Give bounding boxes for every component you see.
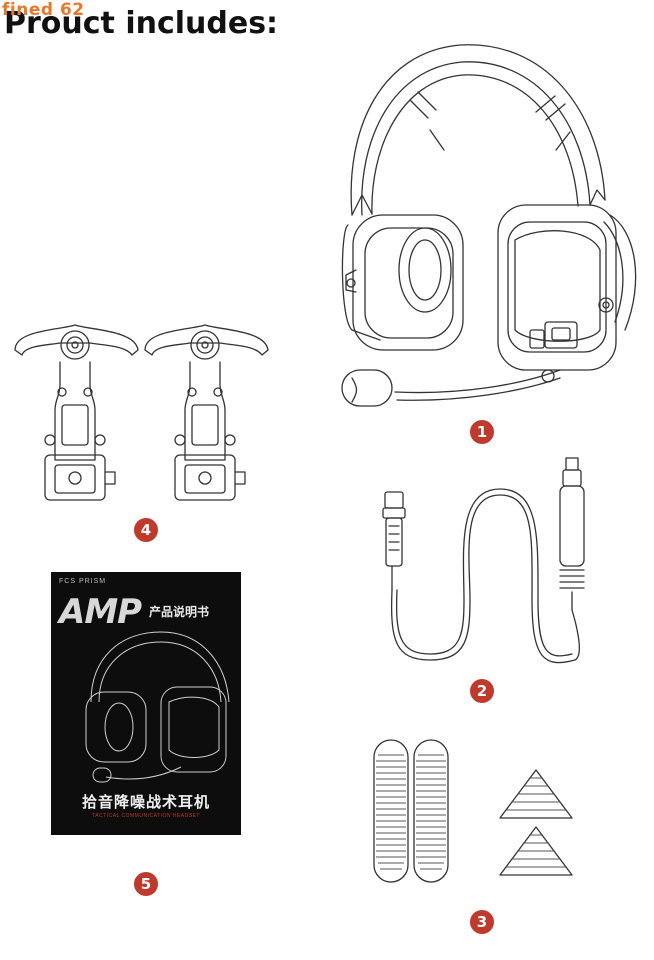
page-title: Prouct includes: [4,6,279,41]
watermark-text: fined 62 [2,0,85,20]
manual-booklet: FCS PRISM AMP 产品说明书 拾音降噪战术耳机 TACTICAL CO… [51,572,241,835]
manual-product-name: 拾音降噪战术耳机 [81,794,210,811]
cable-icon [382,457,585,664]
manual-logo: AMP [59,592,142,632]
item-number-badge: 3 [470,910,494,934]
manual-tagline: TACTICAL COMMUNICATION HEADSET [92,813,200,819]
item-number-badge: 2 [470,679,494,703]
manual-headset-icon [85,631,230,783]
item-number-badge: 4 [134,518,158,542]
item-number-badge: 1 [470,420,494,444]
headset-icon [341,44,637,407]
item-number-badge: 5 [134,872,158,896]
rail-adapters-icon [14,324,269,501]
manual-brand: FCS PRISM [59,578,107,585]
manual-subtitle: 产品说明书 [149,605,210,619]
